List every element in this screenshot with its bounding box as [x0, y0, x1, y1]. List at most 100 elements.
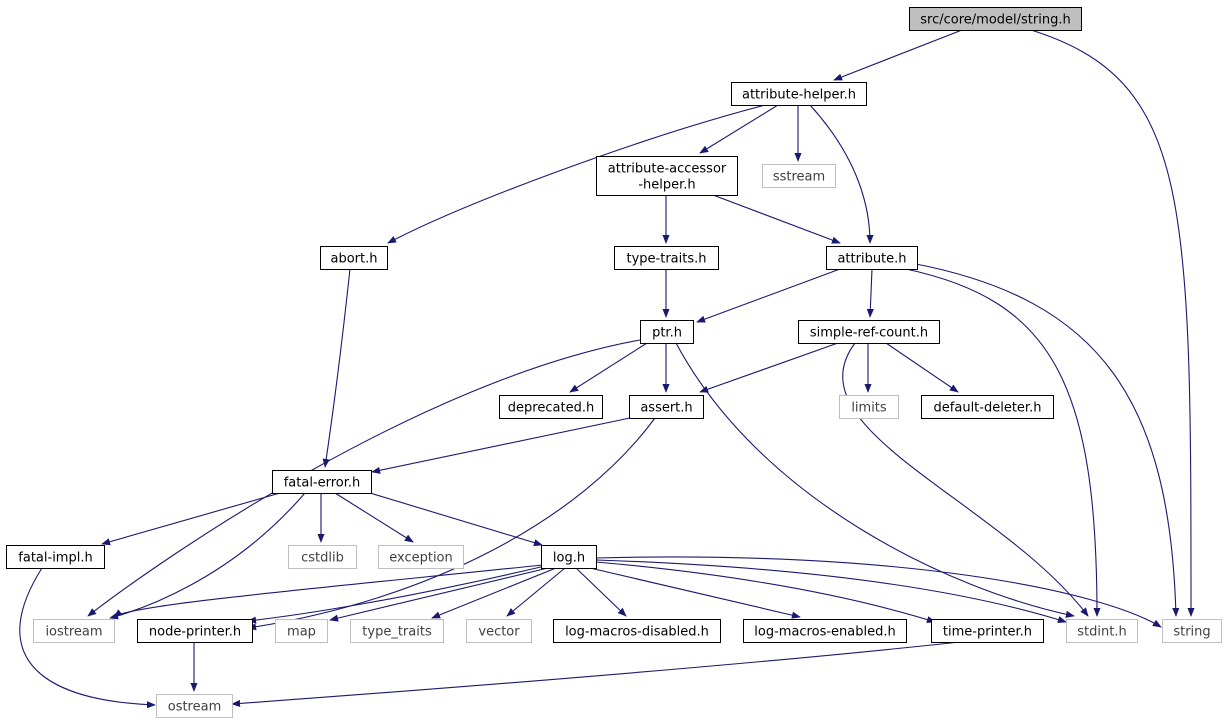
edge-ptr-to-stdint	[675, 342, 1075, 618]
edges	[19, 29, 1195, 709]
node-label: time-printer.h	[943, 624, 1032, 639]
node-box	[320, 246, 388, 270]
edge-attribute-helper-to-attribute-accessor-helper	[699, 104, 779, 154]
edge-log-to-string	[595, 556, 1162, 628]
node-exception: exception	[378, 545, 464, 569]
edge-abort-to-fatal-error	[322, 268, 351, 468]
edge-log-to-log-macros-enabled	[589, 567, 801, 619]
node-simple-ref-count[interactable]: simple-ref-count.h	[798, 320, 940, 344]
node-box	[6, 545, 105, 569]
node-label: ptr.h	[652, 325, 682, 340]
node-node-printer[interactable]: node-printer.h	[137, 619, 253, 643]
node-log-macros-enabled[interactable]: log-macros-enabled.h	[743, 619, 907, 643]
node-box	[931, 619, 1044, 643]
edge-attribute-to-ptr	[696, 268, 841, 323]
node-box	[640, 320, 694, 344]
edge-log-to-time-printer	[595, 561, 936, 624]
edge-simple-ref-count-to-default-deleter	[885, 342, 959, 393]
edge-string-h-to-string	[1030, 29, 1195, 617]
node-box	[137, 619, 253, 643]
node-label: log-macros-disabled.h	[565, 624, 709, 639]
node-box	[541, 545, 597, 569]
edge-simple-ref-count-to-assert	[699, 342, 839, 393]
node-label: type-traits.h	[627, 251, 707, 266]
node-box	[156, 694, 233, 718]
node-type-traits: type_traits	[350, 619, 444, 643]
node-label: attribute-helper.h	[742, 87, 856, 102]
node-box	[909, 7, 1082, 31]
node-box	[614, 246, 719, 270]
node-box	[921, 395, 1054, 419]
node-string: string	[1162, 619, 1222, 643]
node-label: cstdlib	[301, 550, 344, 565]
edge-log-to-map	[329, 567, 549, 622]
node-fatal-impl[interactable]: fatal-impl.h	[6, 545, 105, 569]
node-label: map	[287, 624, 316, 639]
node-box	[466, 619, 532, 643]
edge-log-to-stdint	[595, 559, 1067, 624]
nodes: src/core/model/string.h attribute-helper.…	[6, 7, 1222, 718]
node-box	[596, 156, 738, 196]
node-log[interactable]: log.h	[541, 545, 597, 569]
node-box	[731, 82, 867, 106]
node-label: deprecated.h	[508, 400, 594, 415]
node-label: sstream	[773, 169, 825, 184]
node-attribute-accessor-helper[interactable]: attribute-accessor-helper.h	[596, 156, 738, 196]
node-label: assert.h	[640, 400, 692, 415]
node-box	[839, 395, 899, 419]
node-box	[798, 320, 940, 344]
edge-log-to-type-traits	[431, 567, 557, 619]
node-label: stdint.h	[1077, 624, 1126, 639]
node-box	[1066, 619, 1138, 643]
edge-attribute-accessor-helper-to-attribute	[712, 194, 841, 244]
edge-fatal-error-to-exception	[334, 492, 414, 543]
node-label: type_traits	[362, 624, 432, 639]
edge-attribute-to-simple-ref-count	[866, 268, 874, 318]
edge-fatal-error-to-log	[369, 492, 543, 547]
node-label: ostream	[168, 699, 222, 714]
node-label: limits	[851, 400, 887, 415]
edge-simple-ref-count-to-stdint	[842, 342, 1089, 617]
edge-assert-to-node-printer	[247, 417, 656, 631]
node-log-macros-disabled[interactable]: log-macros-disabled.h	[553, 619, 721, 643]
node-box	[629, 395, 704, 419]
node-label: attribute.h	[837, 251, 906, 266]
edge-attribute-helper-to-attribute	[809, 104, 874, 244]
node-label: default-deleter.h	[934, 400, 1042, 415]
node-assert[interactable]: assert.h	[629, 395, 704, 419]
node-deprecated[interactable]: deprecated.h	[499, 395, 603, 419]
node-label: log-macros-enabled.h	[754, 624, 895, 639]
node-time-printer[interactable]: time-printer.h	[931, 619, 1044, 643]
node-default-deleter[interactable]: default-deleter.h	[921, 395, 1054, 419]
node-type-traits-h[interactable]: type-traits.h	[614, 246, 719, 270]
node-label: simple-ref-count.h	[810, 325, 928, 340]
edge-fatal-error-to-iostream	[109, 492, 306, 620]
node-attribute-helper[interactable]: attribute-helper.h	[731, 82, 867, 106]
node-label: fatal-error.h	[284, 475, 361, 490]
edge-fatal-impl-to-ostream	[19, 567, 156, 709]
node-box	[553, 619, 721, 643]
node-limits: limits	[839, 395, 899, 419]
edge-log-to-log-macros-disabled	[575, 567, 627, 617]
node-label: log.h	[553, 550, 585, 565]
edge-ptr-to-deprecated	[569, 342, 648, 393]
node-fatal-error[interactable]: fatal-error.h	[272, 470, 372, 494]
node-label: exception	[389, 550, 453, 565]
node-cstdlib: cstdlib	[288, 545, 357, 569]
node-label: string	[1173, 624, 1210, 639]
node-ptr[interactable]: ptr.h	[640, 320, 694, 344]
node-box	[826, 246, 918, 270]
node-string-h[interactable]: src/core/model/string.h	[909, 7, 1082, 31]
edge-string-h-to-attribute-helper	[833, 29, 963, 81]
edge-attribute-to-stdint	[905, 268, 1101, 617]
node-attribute[interactable]: attribute.h	[826, 246, 918, 270]
node-sstream: sstream	[762, 164, 836, 188]
node-box	[350, 619, 444, 643]
node-box	[1162, 619, 1222, 643]
edge-attribute-helper-to-abort	[387, 104, 766, 244]
edge-attribute-to-string	[915, 263, 1180, 617]
node-label: node-printer.h	[149, 624, 241, 639]
node-abort[interactable]: abort.h	[320, 246, 388, 270]
node-label: iostream	[45, 624, 102, 639]
